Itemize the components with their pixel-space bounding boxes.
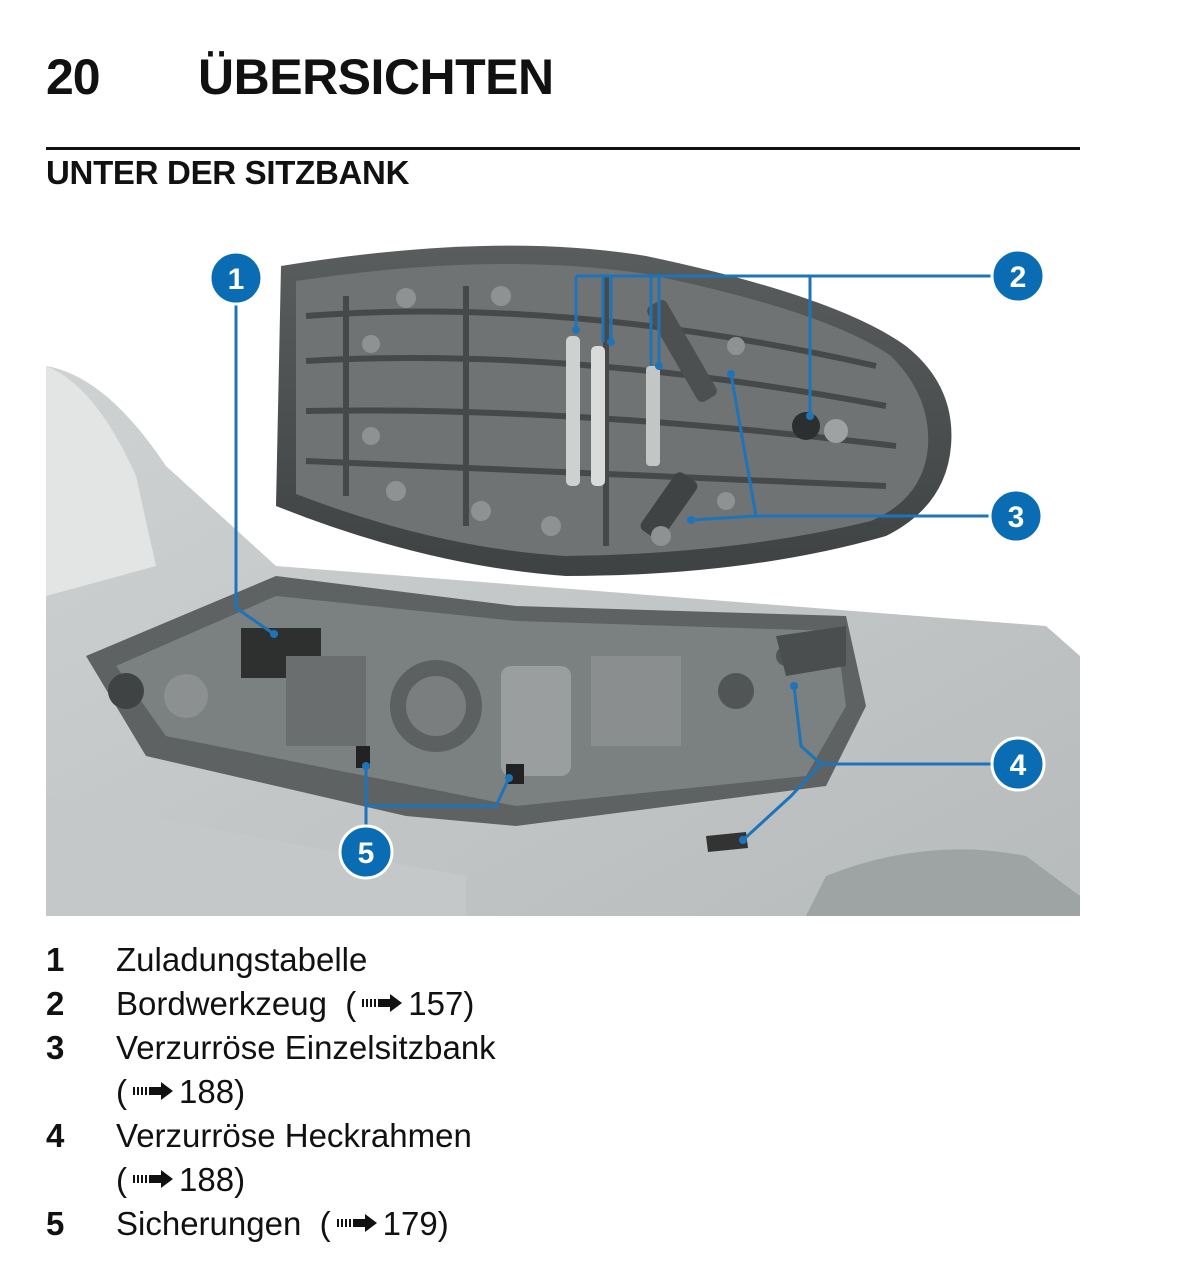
legend-text: Sicherungen	[116, 1205, 302, 1242]
reference-arrow-icon	[336, 1214, 377, 1233]
legend-item: 4 Verzurröse Heckrahmen (188)	[46, 1114, 1080, 1202]
legend-number: 3	[46, 1029, 65, 1066]
page-reference[interactable]: (188)	[116, 1073, 246, 1110]
page-reference[interactable]: (188)	[116, 1161, 246, 1198]
reference-arrow-icon	[362, 994, 403, 1013]
legend-number: 1	[46, 941, 65, 978]
svg-text:1: 1	[228, 263, 245, 296]
page-number: 20	[46, 49, 101, 105]
chapter-title: ÜBERSICHTEN	[198, 49, 554, 105]
svg-text:2: 2	[1010, 261, 1027, 294]
svg-text:3: 3	[1008, 501, 1025, 534]
legend-number: 2	[46, 985, 65, 1022]
callout-leader-lines	[234, 274, 994, 842]
legend-text: Bordwerkzeug	[116, 985, 327, 1022]
callout-3: 3	[988, 488, 1044, 544]
callout-2: 2	[990, 248, 1046, 304]
callout-1: 1	[208, 250, 264, 306]
callout-4: 4	[990, 736, 1046, 792]
legend-list: 1 Zuladungstabelle 2 Bordwerkzeug (157) …	[46, 938, 1080, 1246]
legend-text: Zuladungstabelle	[116, 941, 368, 978]
legend-number: 4	[46, 1117, 65, 1154]
reference-arrow-icon	[133, 1082, 173, 1101]
legend-item: 2 Bordwerkzeug (157)	[46, 982, 1080, 1026]
legend-number: 5	[46, 1205, 65, 1242]
callout-5: 5	[338, 824, 394, 880]
header-rule	[46, 147, 1080, 150]
legend-text: Verzurröse Heckrahmen	[116, 1117, 472, 1154]
legend-text: Verzurröse Einzelsitzbank	[116, 1029, 496, 1066]
seat-underside-illustration: 1 2 3 4 5	[46, 236, 1080, 916]
page-reference[interactable]: (157)	[345, 985, 475, 1022]
legend-item: 1 Zuladungstabelle	[46, 938, 1080, 982]
svg-text:5: 5	[358, 837, 375, 870]
section-title: UNTER DER SITZBANK	[46, 154, 410, 191]
page-reference[interactable]: (179)	[319, 1205, 449, 1242]
legend-item: 5 Sicherungen (179)	[46, 1202, 1080, 1246]
legend-item: 3 Verzurröse Einzelsitzbank (188)	[46, 1026, 1080, 1114]
reference-arrow-icon	[133, 1170, 173, 1189]
svg-text:4: 4	[1010, 749, 1027, 782]
